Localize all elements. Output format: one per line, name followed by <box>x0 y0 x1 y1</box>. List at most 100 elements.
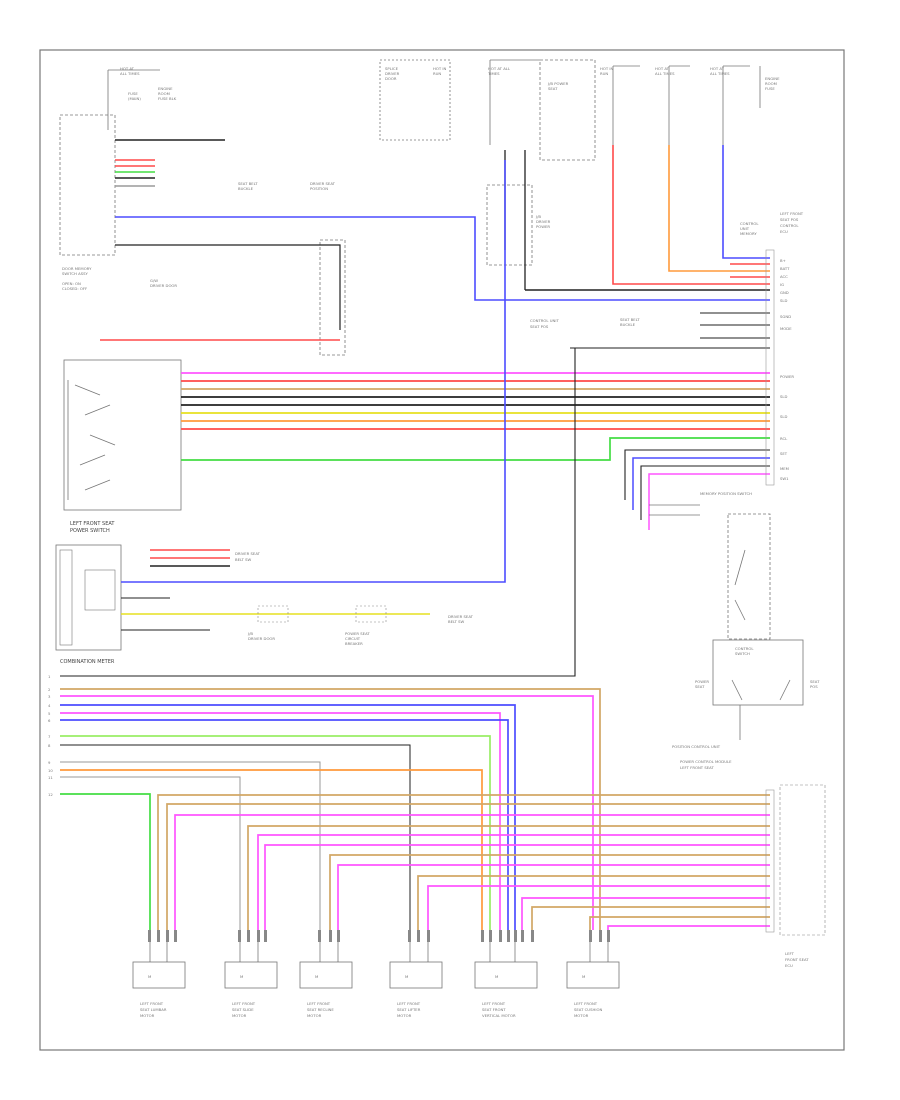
svg-text:5: 5 <box>48 711 51 716</box>
memory-switch <box>649 504 804 740</box>
svg-text:COMBINATION METER: COMBINATION METER <box>60 659 115 665</box>
svg-text:OPEN: ON: OPEN: ON <box>62 281 81 286</box>
svg-text:ALL TIMES: ALL TIMES <box>120 71 140 76</box>
svg-text:(MAIN): (MAIN) <box>128 96 141 101</box>
svg-text:BREAKER: BREAKER <box>345 641 363 646</box>
svg-text:SWITCH: SWITCH <box>735 651 750 656</box>
svg-text:J/B: J/B <box>247 631 253 636</box>
svg-text:LEFT FRONT: LEFT FRONT <box>780 211 804 216</box>
svg-text:SEAT: SEAT <box>695 684 705 689</box>
svg-text:BATT: BATT <box>780 266 790 271</box>
seat-motor-1: M LEFT FRONT SEAT LUMBAR MOTOR <box>132 961 186 1018</box>
svg-text:DRIVER SEAT: DRIVER SEAT <box>310 181 336 186</box>
svg-text:SEAT POS: SEAT POS <box>530 324 549 329</box>
svg-text:DRIVER SEAT: DRIVER SEAT <box>235 551 261 556</box>
svg-text:1: 1 <box>48 674 51 679</box>
svg-text:B+: B+ <box>780 258 786 263</box>
svg-text:BUCKLE: BUCKLE <box>238 186 254 191</box>
svg-text:CONTROL: CONTROL <box>740 221 759 226</box>
svg-text:DRIVER DOOR: DRIVER DOOR <box>248 636 275 641</box>
svg-text:HOT AT: HOT AT <box>710 66 725 71</box>
svg-text:DRIVER: DRIVER <box>385 71 400 76</box>
svg-text:LEFT FRONT SEAT: LEFT FRONT SEAT <box>70 521 115 527</box>
svg-text:M: M <box>148 974 151 979</box>
svg-text:SGND: SGND <box>780 314 791 319</box>
svg-text:HOT AT ALL: HOT AT ALL <box>488 66 511 71</box>
svg-text:2: 2 <box>48 687 51 692</box>
svg-text:IG: IG <box>780 282 784 287</box>
svg-text:SEAT FRONT: SEAT FRONT <box>482 1007 506 1012</box>
svg-text:9: 9 <box>48 760 51 765</box>
svg-text:POSITION CONTROL UNIT: POSITION CONTROL UNIT <box>672 744 721 749</box>
svg-text:7: 7 <box>48 734 51 739</box>
svg-text:CONTROL UNIT: CONTROL UNIT <box>530 318 559 323</box>
svg-text:ACC: ACC <box>780 274 788 279</box>
svg-text:MOTOR: MOTOR <box>397 1013 412 1018</box>
svg-text:J/B POWER: J/B POWER <box>547 81 569 86</box>
svg-text:POWER: POWER <box>536 224 550 229</box>
svg-text:ECU: ECU <box>780 229 788 234</box>
svg-text:ENGINE: ENGINE <box>765 76 780 81</box>
svg-text:POSITION: POSITION <box>310 186 328 191</box>
meter-wires <box>121 160 506 631</box>
seat-switch-bus <box>181 372 770 530</box>
svg-text:LEFT FRONT SEAT: LEFT FRONT SEAT <box>680 765 714 770</box>
svg-text:M: M <box>405 974 408 979</box>
svg-text:FUSE: FUSE <box>765 86 775 91</box>
svg-text:MOTOR: MOTOR <box>574 1013 589 1018</box>
svg-text:SEAT RECLINE: SEAT RECLINE <box>307 1007 334 1012</box>
seat-motor-2: M LEFT FRONT SEAT SLIDE MOTOR <box>224 961 278 1018</box>
svg-text:LEFT FRONT: LEFT FRONT <box>140 1001 164 1006</box>
svg-text:DOOR MEMORY: DOOR MEMORY <box>62 266 92 271</box>
svg-text:POWER SWITCH: POWER SWITCH <box>70 528 110 534</box>
svg-text:DRIVER DOOR: DRIVER DOOR <box>150 283 177 288</box>
svg-text:SEAT BELT: SEAT BELT <box>620 317 640 322</box>
svg-text:HOT IN: HOT IN <box>433 66 446 71</box>
svg-text:MEMORY: MEMORY <box>740 231 757 236</box>
svg-text:UNIT: UNIT <box>740 226 750 231</box>
svg-text:BELT SW: BELT SW <box>235 557 252 562</box>
svg-text:FUSE BLK: FUSE BLK <box>158 96 177 101</box>
combination-meter: COMBINATION METER <box>55 544 122 665</box>
svg-text:SLD: SLD <box>780 394 788 399</box>
svg-text:6: 6 <box>48 718 51 723</box>
svg-text:M: M <box>495 974 498 979</box>
svg-text:12: 12 <box>48 792 53 797</box>
svg-text:SEAT: SEAT <box>810 679 820 684</box>
meter-labels: DRIVER SEAT BELT SW J/B DRIVER DOOR POWE… <box>235 551 474 646</box>
svg-text:POWER SEAT: POWER SEAT <box>345 631 370 636</box>
svg-text:SEAT BELT: SEAT BELT <box>238 181 258 186</box>
svg-text:LEFT FRONT: LEFT FRONT <box>482 1001 506 1006</box>
svg-text:SW1: SW1 <box>780 476 789 481</box>
svg-text:SEAT: SEAT <box>548 86 558 91</box>
svg-text:11: 11 <box>48 775 53 780</box>
svg-text:SWITCH ASSY: SWITCH ASSY <box>62 271 89 276</box>
lower-ecu-connector: POWER CONTROL MODULE LEFT FRONT SEAT LEF… <box>680 759 826 968</box>
svg-text:SEAT LIFTER: SEAT LIFTER <box>397 1007 421 1012</box>
svg-text:CONTROL: CONTROL <box>735 646 754 651</box>
svg-text:ROOM: ROOM <box>765 81 777 86</box>
svg-text:SPLICE: SPLICE <box>385 66 399 71</box>
svg-text:HOT IN: HOT IN <box>600 66 613 71</box>
svg-text:SEAT POS: SEAT POS <box>780 217 799 222</box>
svg-text:DRIVER SEAT: DRIVER SEAT <box>448 614 474 619</box>
main-bus-pin-numbers: 1 2 3 4 5 6 7 8 9 10 11 12 <box>48 674 53 797</box>
svg-text:RCL: RCL <box>780 436 788 441</box>
svg-text:SEAT LUMBAR: SEAT LUMBAR <box>140 1007 167 1012</box>
svg-text:HOT AT: HOT AT <box>120 66 135 71</box>
top-short-wires <box>100 139 770 349</box>
svg-text:DOOR: DOOR <box>385 76 397 81</box>
seat-motor-5: M LEFT FRONT SEAT FRONT VERTICAL MOTOR <box>474 961 538 1018</box>
svg-text:CIRCUIT: CIRCUIT <box>345 636 361 641</box>
svg-text:RUN: RUN <box>433 71 441 76</box>
seat-motor-4: M LEFT FRONT SEAT LIFTER MOTOR <box>389 961 443 1018</box>
svg-text:CONTROL: CONTROL <box>780 223 799 228</box>
svg-text:MOTOR: MOTOR <box>307 1013 322 1018</box>
svg-text:HOT AT: HOT AT <box>655 66 670 71</box>
svg-text:4: 4 <box>48 703 51 708</box>
svg-text:DRIVER: DRIVER <box>536 219 551 224</box>
svg-text:SEAT CUSHION: SEAT CUSHION <box>574 1007 602 1012</box>
svg-text:M: M <box>240 974 243 979</box>
